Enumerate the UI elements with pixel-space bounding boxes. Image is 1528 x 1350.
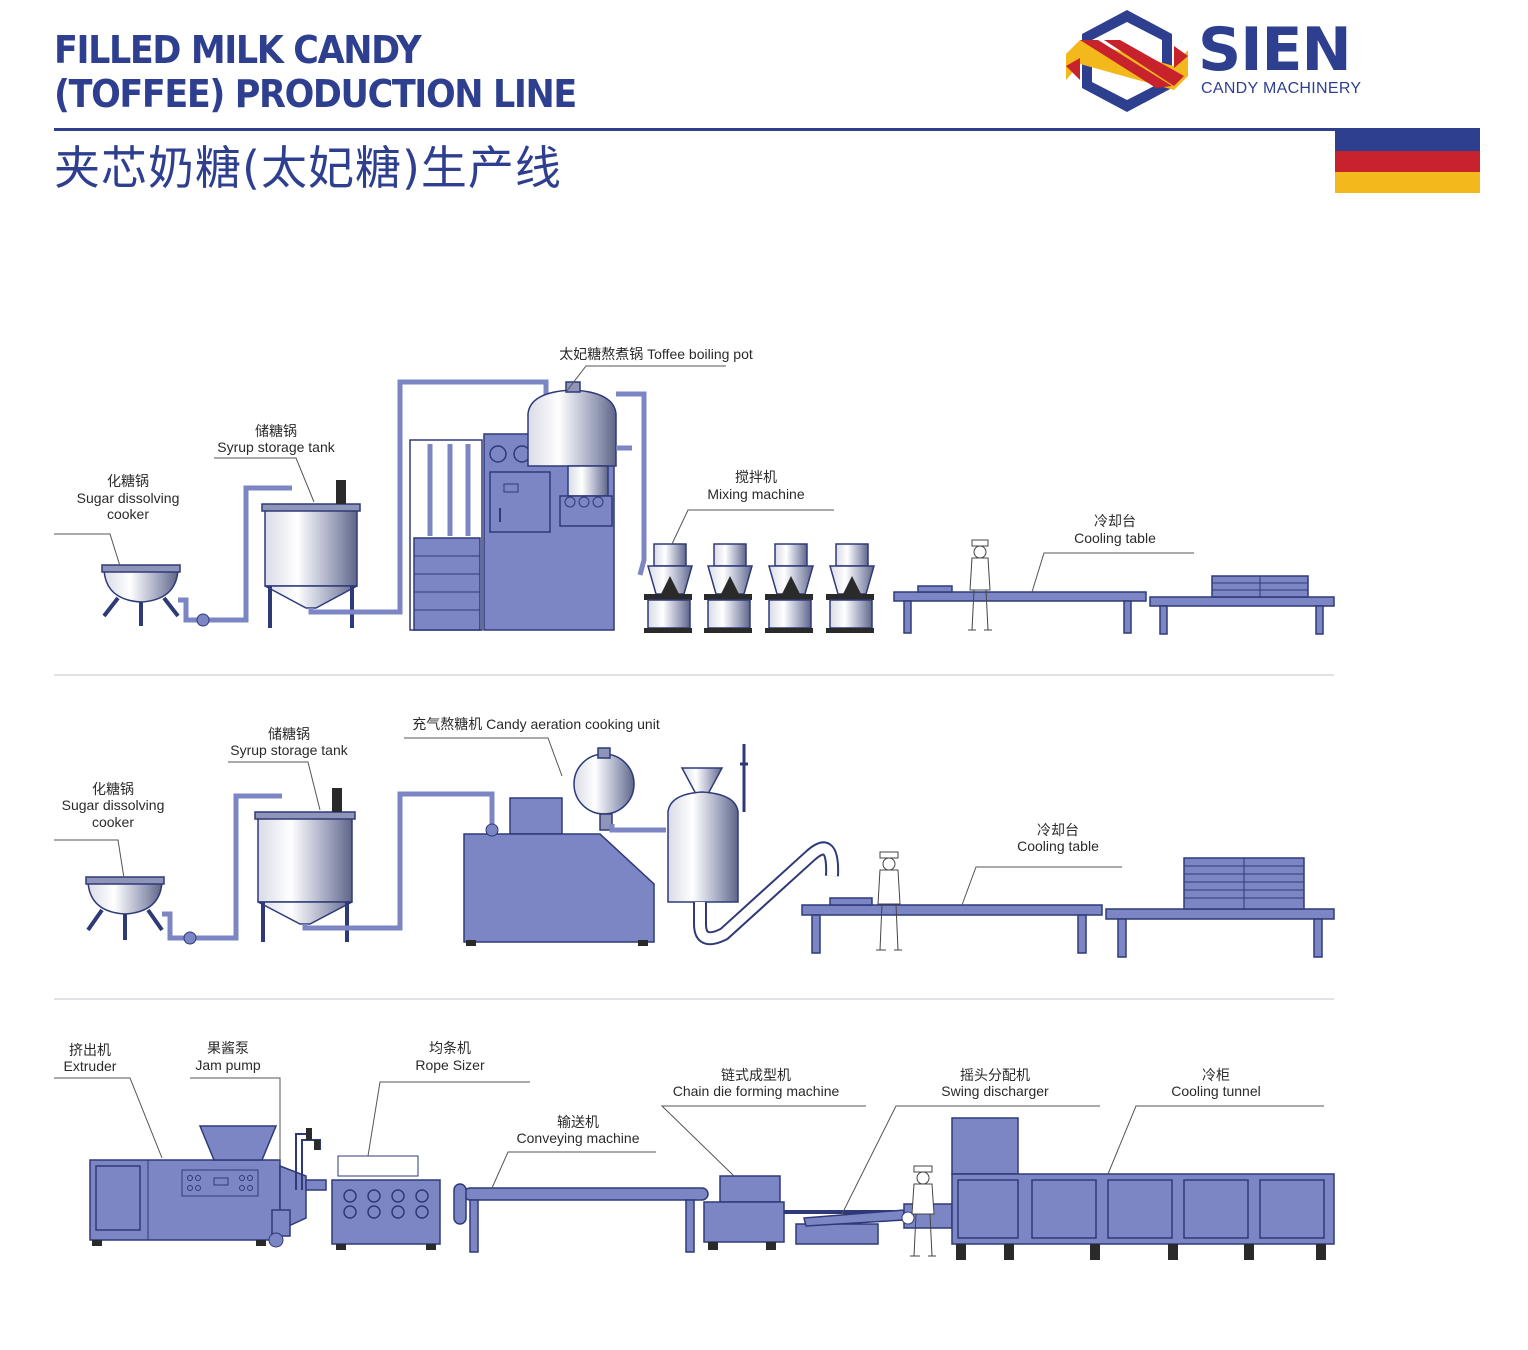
label-sugar-cooker-1: 化糖锅 Sugar dissolving cooker xyxy=(54,473,179,566)
rope-sizer xyxy=(332,1156,440,1250)
cooling-tunnel xyxy=(952,1118,1334,1260)
syrup-tank-1-cn: 储糖锅 xyxy=(255,423,297,439)
mixing-machine-1 xyxy=(644,544,692,633)
chain-die-en: Chain die forming machine xyxy=(673,1083,840,1099)
aeration-unit-label: 充气熬糖机 Candy aeration cooking unit xyxy=(412,716,660,732)
cooling-table-2-cn: 冷却台 xyxy=(1037,822,1079,838)
conveying-cn: 输送机 xyxy=(557,1114,599,1130)
sugar-cooker-1-cn: 化糖锅 xyxy=(107,473,149,489)
label-rope-sizer: 均条机 Rope Sizer xyxy=(368,1040,530,1156)
label-cooling-table-1: 冷却台 Cooling table xyxy=(1032,513,1194,592)
extruder-cn: 挤出机 xyxy=(69,1042,111,1058)
mixing-machine-en: Mixing machine xyxy=(707,486,804,502)
mixing-machine-4 xyxy=(826,544,874,633)
toffee-boiling-pot xyxy=(410,382,644,630)
cooling-table-2-en: Cooling table xyxy=(1017,838,1099,854)
label-cooling-tunnel: 冷柜 Cooling tunnel xyxy=(1108,1067,1324,1174)
extruder xyxy=(90,1126,326,1247)
sugar-cooker-2-en-2: cooker xyxy=(92,814,134,830)
swing-en: Swing discharger xyxy=(941,1083,1049,1099)
label-chain-die: 链式成型机 Chain die forming machine xyxy=(662,1067,866,1176)
toffee-pot-label: 太妃糖熬煮锅 Toffee boiling pot xyxy=(559,346,753,362)
jam-pump-cn: 果酱泵 xyxy=(207,1040,249,1056)
mixing-machines xyxy=(644,544,874,633)
label-mixing-machine: 搅拌机 Mixing machine xyxy=(672,469,834,544)
label-toffee-boiling-pot: 太妃糖熬煮锅 Toffee boiling pot xyxy=(559,346,753,392)
worker-icon-1 xyxy=(968,540,992,630)
syrup-tank-1-en: Syrup storage tank xyxy=(217,439,336,455)
extruder-en: Extruder xyxy=(64,1058,117,1074)
label-cooling-table-2: 冷却台 Cooling table xyxy=(962,822,1122,905)
conveying-machine xyxy=(454,1184,708,1252)
cooling-table-1-en: Cooling table xyxy=(1074,530,1156,546)
line-3: 挤出机 Extruder 果酱泵 Jam pump xyxy=(54,1040,1334,1260)
chain-die-cn: 链式成型机 xyxy=(721,1067,791,1083)
line-2: 化糖锅 Sugar dissolving cooker 储糖锅 Syrup st… xyxy=(54,716,1334,957)
cooling-table-1 xyxy=(894,576,1334,634)
label-extruder: 挤出机 Extruder xyxy=(54,1042,162,1158)
syrup-tank-2-cn: 储糖锅 xyxy=(268,726,310,742)
sugar-cooker-2-en-1: Sugar dissolving xyxy=(62,797,165,813)
swing-cn: 摇头分配机 xyxy=(960,1067,1030,1083)
label-sugar-cooker-2: 化糖锅 Sugar dissolving cooker xyxy=(54,781,164,878)
mixing-machine-3 xyxy=(765,544,813,633)
candy-aeration-cooking-unit xyxy=(464,744,832,946)
syrup-tank-2-en: Syrup storage tank xyxy=(230,742,349,758)
rope-sizer-cn: 均条机 xyxy=(429,1040,471,1056)
label-conveying: 输送机 Conveying machine xyxy=(492,1114,656,1188)
syrup-storage-tank-2 xyxy=(255,788,492,942)
cooling-tunnel-cn: 冷柜 xyxy=(1202,1067,1230,1083)
sugar-cooker-2-cn: 化糖锅 xyxy=(92,781,134,797)
mixing-machine-2 xyxy=(704,544,752,633)
worker-icon-3 xyxy=(910,1166,936,1256)
conveying-en: Conveying machine xyxy=(517,1130,640,1146)
line-1: 化糖锅 Sugar dissolving cooker 储糖锅 Syrup st… xyxy=(54,346,1334,634)
sugar-cooker-1-en-1: Sugar dissolving xyxy=(77,490,180,506)
sugar-cooker-1-en-2: cooker xyxy=(107,506,149,522)
rope-sizer-en: Rope Sizer xyxy=(415,1057,485,1073)
cooling-tunnel-en: Cooling tunnel xyxy=(1171,1083,1261,1099)
mixing-machine-cn: 搅拌机 xyxy=(735,469,777,485)
cooling-table-1-cn: 冷却台 xyxy=(1094,513,1136,529)
jam-pump-en: Jam pump xyxy=(195,1057,261,1073)
worker-icon-2 xyxy=(876,852,902,950)
